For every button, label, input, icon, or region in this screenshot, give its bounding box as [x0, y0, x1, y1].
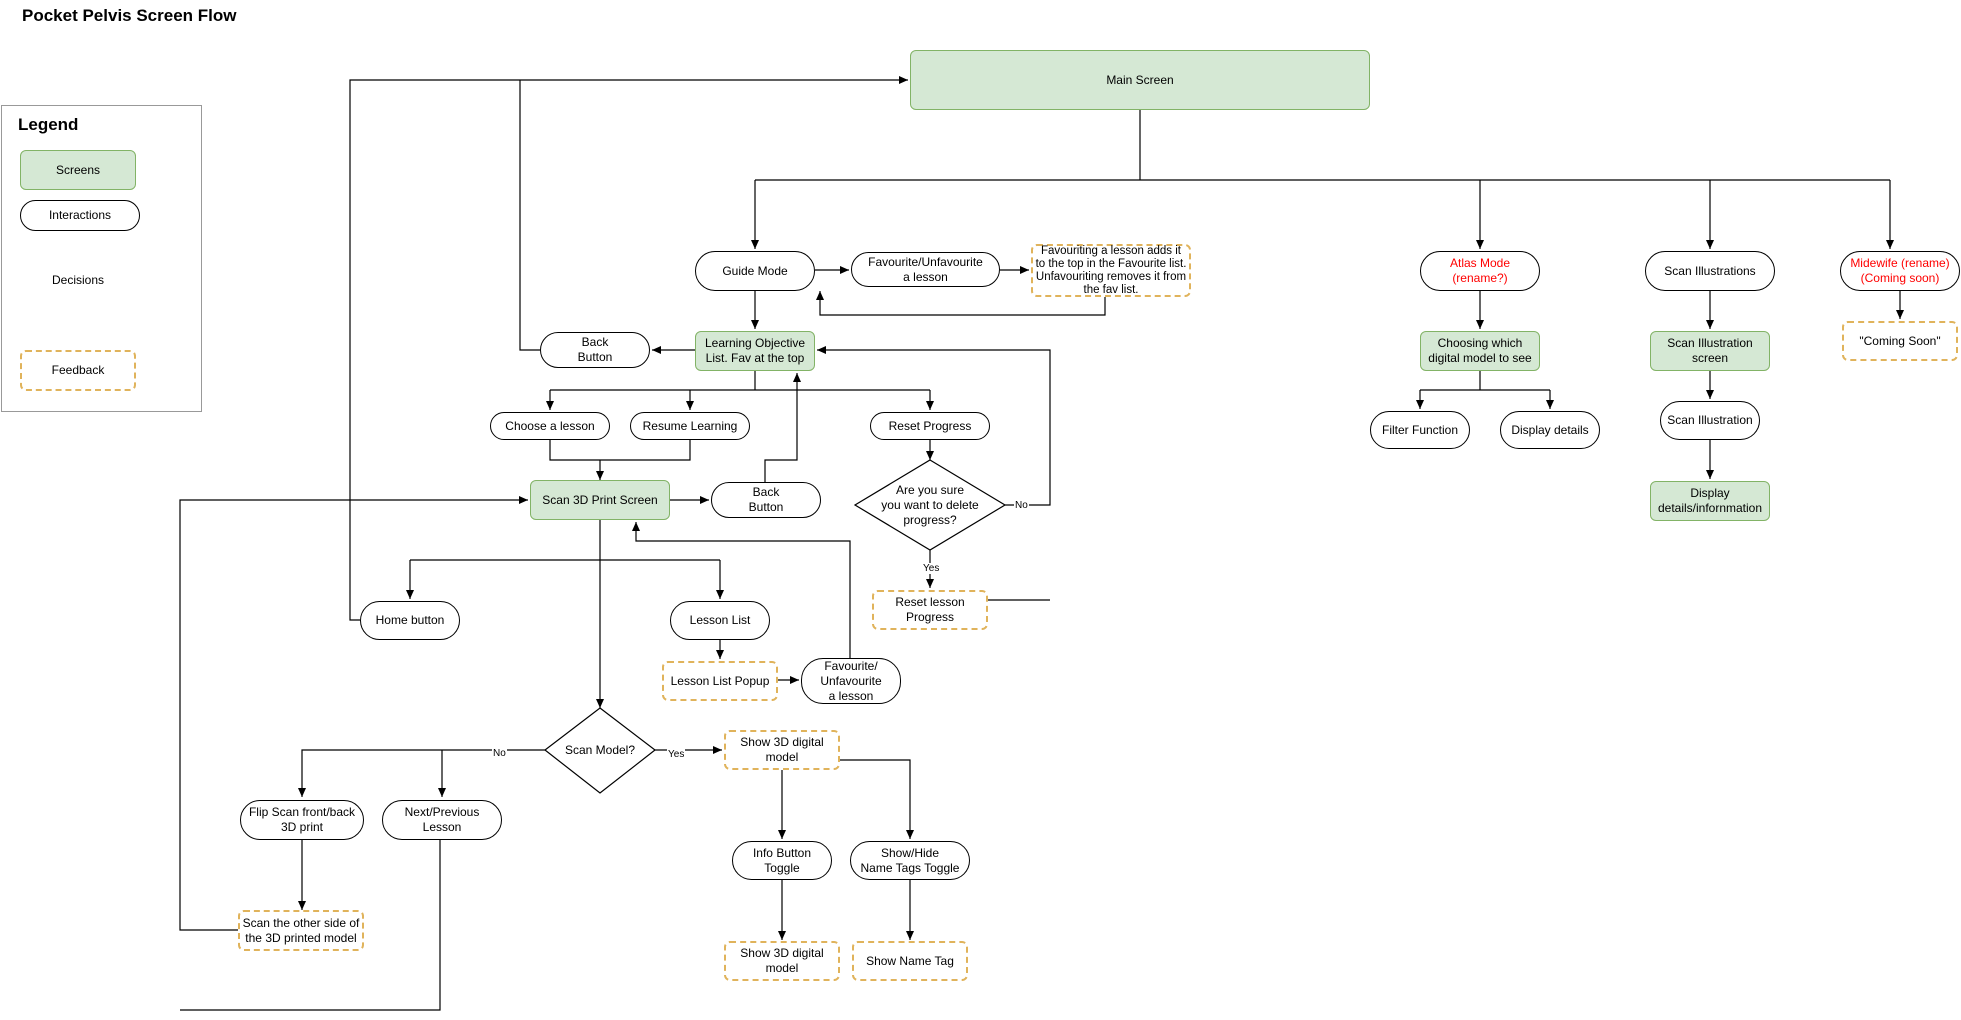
main-screen-node: Main Screen [910, 50, 1370, 110]
connector-next-loop [180, 840, 441, 1011]
learning-objective-list-node: Learning Objective List. Fav at the top [695, 331, 815, 371]
connector-back-to-objectives [764, 373, 801, 482]
edge-label-yes-reset: Yes [922, 563, 941, 574]
back-button-node-1: Back Button [540, 332, 650, 368]
resume-learning-node: Resume Learning [630, 412, 750, 440]
legend-title: Legend [18, 115, 79, 134]
legend-feedback: Feedback [20, 350, 136, 391]
coming-soon-node: "Coming Soon" [1842, 321, 1958, 361]
edge-label-no-scan: No [492, 748, 507, 759]
connector-note-to-guide [816, 291, 1106, 316]
connector-scanother-loop [179, 496, 528, 931]
guide-mode-node: Guide Mode [695, 251, 815, 291]
reset-progress-node: Reset Progress [870, 412, 990, 440]
show-3d-model-node-1: Show 3D digital model [724, 730, 840, 770]
choosing-model-node: Choosing which digital model to see [1420, 331, 1540, 371]
scan-model-decision: Scan Model? [564, 742, 636, 757]
diagram-title: Pocket Pelvis Screen Flow [22, 6, 237, 25]
scan-3d-print-screen-node: Scan 3D Print Screen [530, 480, 670, 520]
legend-decisions: Decisions [51, 272, 105, 287]
scan-illustration-node: Scan Illustration [1660, 401, 1760, 440]
show-hide-name-tags-node: Show/Hide Name Tags Toggle [850, 841, 970, 880]
next-previous-lesson-node: Next/Previous Lesson [382, 800, 502, 840]
scan-model-diamond [544, 707, 656, 794]
scan-illustrations-node: Scan Illustrations [1645, 251, 1775, 291]
info-button-toggle-node: Info Button Toggle [732, 841, 832, 880]
legend-interactions: Interactions [20, 200, 140, 231]
choose-lesson-node: Choose a lesson [490, 412, 610, 440]
home-button-node: Home button [360, 601, 460, 640]
flip-scan-node: Flip Scan front/back 3D print [240, 800, 364, 840]
connector-show3d-to-tags [840, 759, 914, 839]
fav-unfav-lesson-node-2: Favourite/ Unfavourite a lesson [801, 658, 901, 704]
reset-lesson-progress-node: Reset lesson Progress [872, 590, 988, 630]
connector-choose-merge [549, 440, 691, 461]
back-button-node-2: Back Button [711, 482, 821, 518]
edge-label-yes-scan: Yes [667, 749, 686, 760]
connector-back-to-main [519, 80, 540, 351]
legend-screens: Screens [20, 150, 136, 190]
show-name-tag-node: Show Name Tag [852, 941, 968, 981]
lesson-list-popup-node: Lesson List Popup [662, 661, 778, 701]
connector-scanmodel-no [298, 749, 545, 797]
atlas-mode-node: Atlas Mode (rename?) [1420, 251, 1540, 291]
show-3d-model-node-2: Show 3D digital model [724, 941, 840, 981]
fav-unfav-lesson-node: Favourite/Unfavourite a lesson [851, 252, 1000, 287]
display-details-node: Display details [1500, 411, 1600, 449]
filter-function-node: Filter Function [1370, 411, 1470, 449]
edge-label-no-reset: No [1014, 500, 1029, 511]
favourite-note-node: Favouriting a lesson adds it to the top … [1031, 244, 1191, 297]
lesson-list-node: Lesson List [670, 601, 770, 640]
midewife-node: Midewife (rename) (Coming soon) [1840, 251, 1960, 291]
connector-home-to-main [349, 76, 908, 621]
reset-confirm-diamond [853, 459, 1007, 551]
are-you-sure-decision: Are you sure you want to delete progress… [881, 482, 979, 527]
connector-fav2-to-scan [632, 522, 851, 658]
scan-other-side-node: Scan the other side of the 3D printed mo… [238, 910, 364, 951]
display-details-info-node: Display details/infornmation [1650, 481, 1770, 521]
scan-illustration-screen-node: Scan Illustration screen [1650, 331, 1770, 371]
